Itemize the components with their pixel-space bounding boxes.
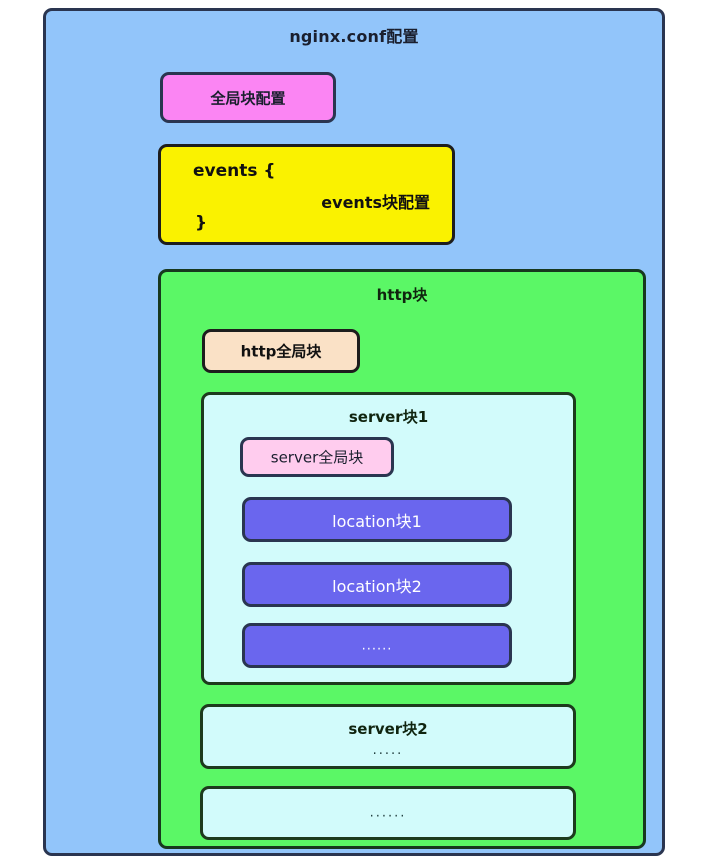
- server-block-2-title: server块2: [348, 720, 428, 738]
- location-block-more-box: ......: [242, 623, 512, 668]
- server-block-1-title: server块1: [348, 408, 429, 426]
- events-close-brace-text: }: [195, 213, 208, 233]
- server-block-2-box: server块2 .....: [200, 704, 576, 769]
- global-block-config-box: 全局块配置: [160, 72, 336, 123]
- events-open-brace-text: events {: [193, 161, 276, 181]
- server-block-2-ellipsis: .....: [372, 743, 404, 758]
- server-global-block-label: server全局块: [270, 448, 364, 467]
- global-block-config-label: 全局块配置: [210, 89, 286, 107]
- nginx-conf-container: nginx.conf配置 全局块配置 events { events块配置 } …: [43, 8, 665, 856]
- location-block-more-label: ......: [361, 638, 393, 653]
- location-block-1-box: location块1: [242, 497, 512, 542]
- events-block-box: events { events块配置 }: [158, 144, 455, 245]
- http-global-block-box: http全局块: [202, 329, 360, 373]
- events-block-config-label: events块配置: [321, 193, 430, 212]
- location-block-2-label: location块2: [332, 576, 422, 596]
- http-block-title: http块: [376, 286, 428, 304]
- location-block-1-label: location块1: [332, 511, 422, 531]
- nginx-conf-title: nginx.conf配置: [289, 27, 419, 46]
- server-global-block-box: server全局块: [240, 437, 394, 477]
- server-block-more-ellipsis: ......: [369, 805, 407, 821]
- location-block-2-box: location块2: [242, 562, 512, 607]
- http-block-box: http块 http全局块 server块1 server全局块 locatio…: [158, 269, 646, 849]
- http-global-block-label: http全局块: [240, 342, 322, 361]
- server-block-more-box: ......: [200, 786, 576, 840]
- server-block-1-box: server块1 server全局块 location块1 location块2…: [201, 392, 576, 685]
